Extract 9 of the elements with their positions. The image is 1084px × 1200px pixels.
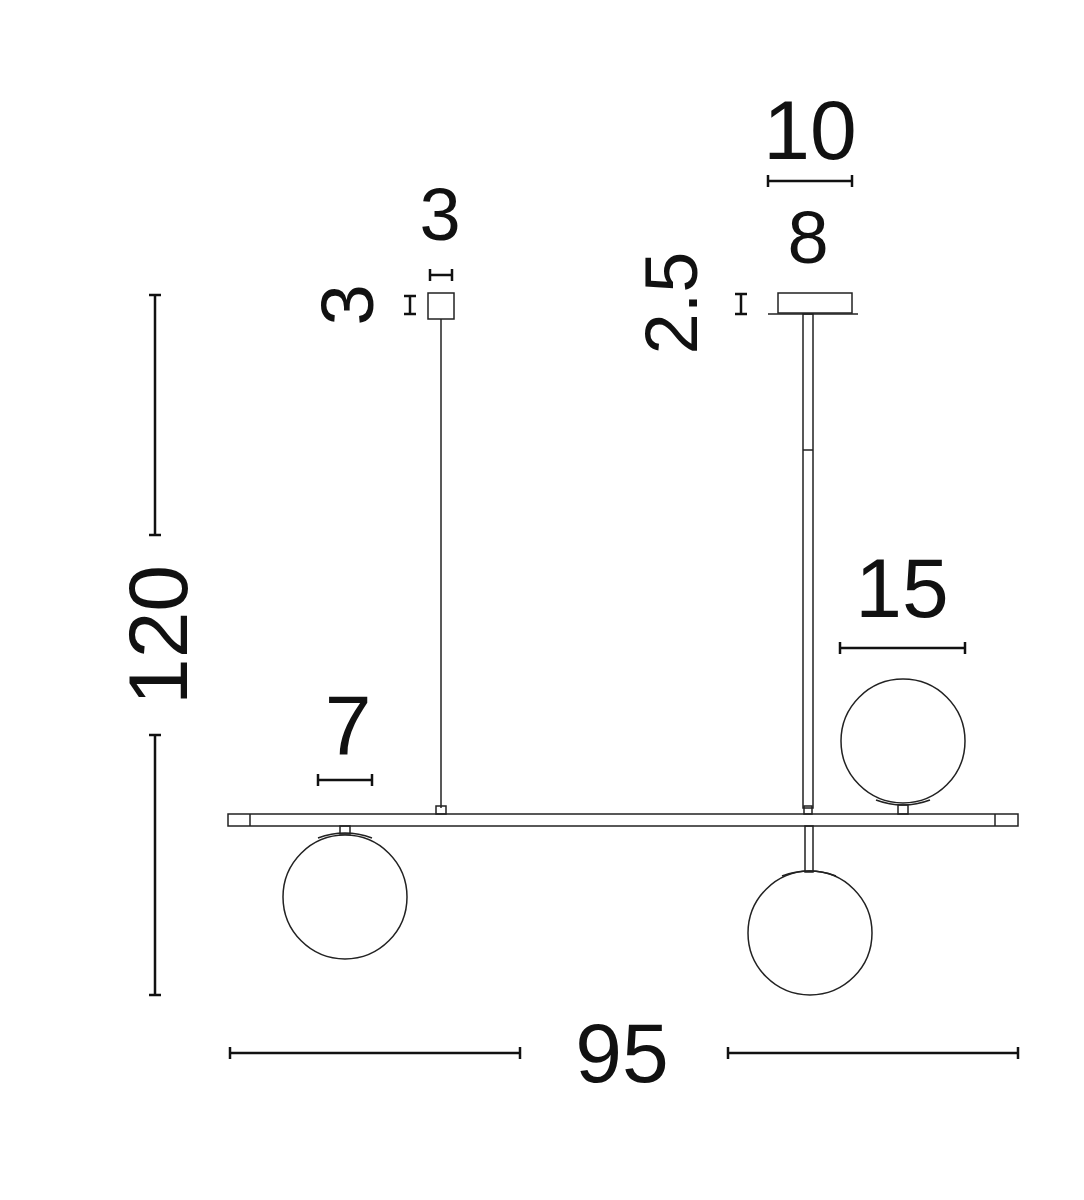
dimension-label: 7 bbox=[324, 683, 372, 767]
dimension-label: 8 bbox=[787, 201, 829, 275]
dimension-label: 3 bbox=[419, 178, 461, 252]
dimension-label: 120 bbox=[116, 564, 200, 706]
dimension-label: 10 bbox=[763, 88, 857, 172]
dimension-label: 15 bbox=[855, 546, 949, 630]
dimension-label: 2.5 bbox=[635, 251, 709, 355]
dimension-label: 95 bbox=[575, 1011, 669, 1095]
dimension-label: 3 bbox=[311, 284, 385, 326]
